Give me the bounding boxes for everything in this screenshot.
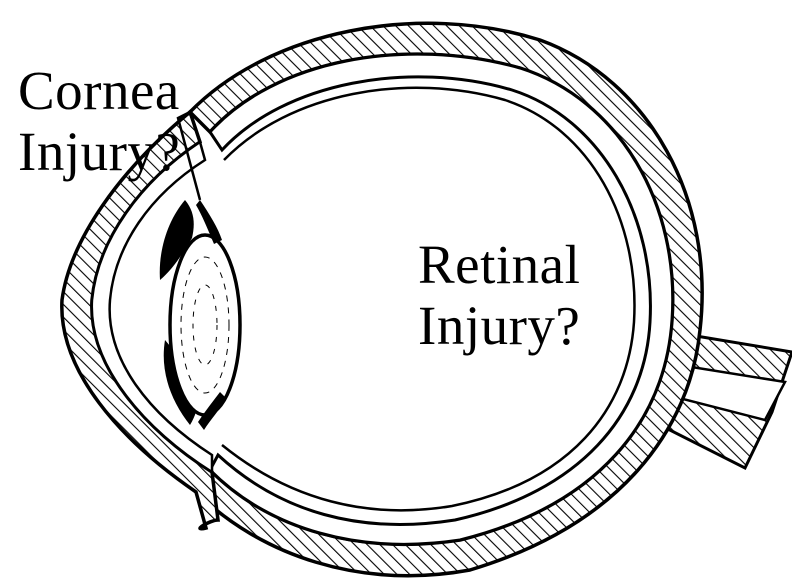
cornea-label-line1: Cornea <box>18 60 180 121</box>
retina-label-line2: Injury? <box>418 295 580 356</box>
retina-label-line1: Retinal <box>418 234 580 295</box>
lens <box>170 235 240 415</box>
retinal-injury-label: Retinal Injury? <box>418 234 580 356</box>
cornea-label-line2: Injury? <box>18 121 180 182</box>
cornea-injury-label: Cornea Injury? <box>18 60 180 182</box>
